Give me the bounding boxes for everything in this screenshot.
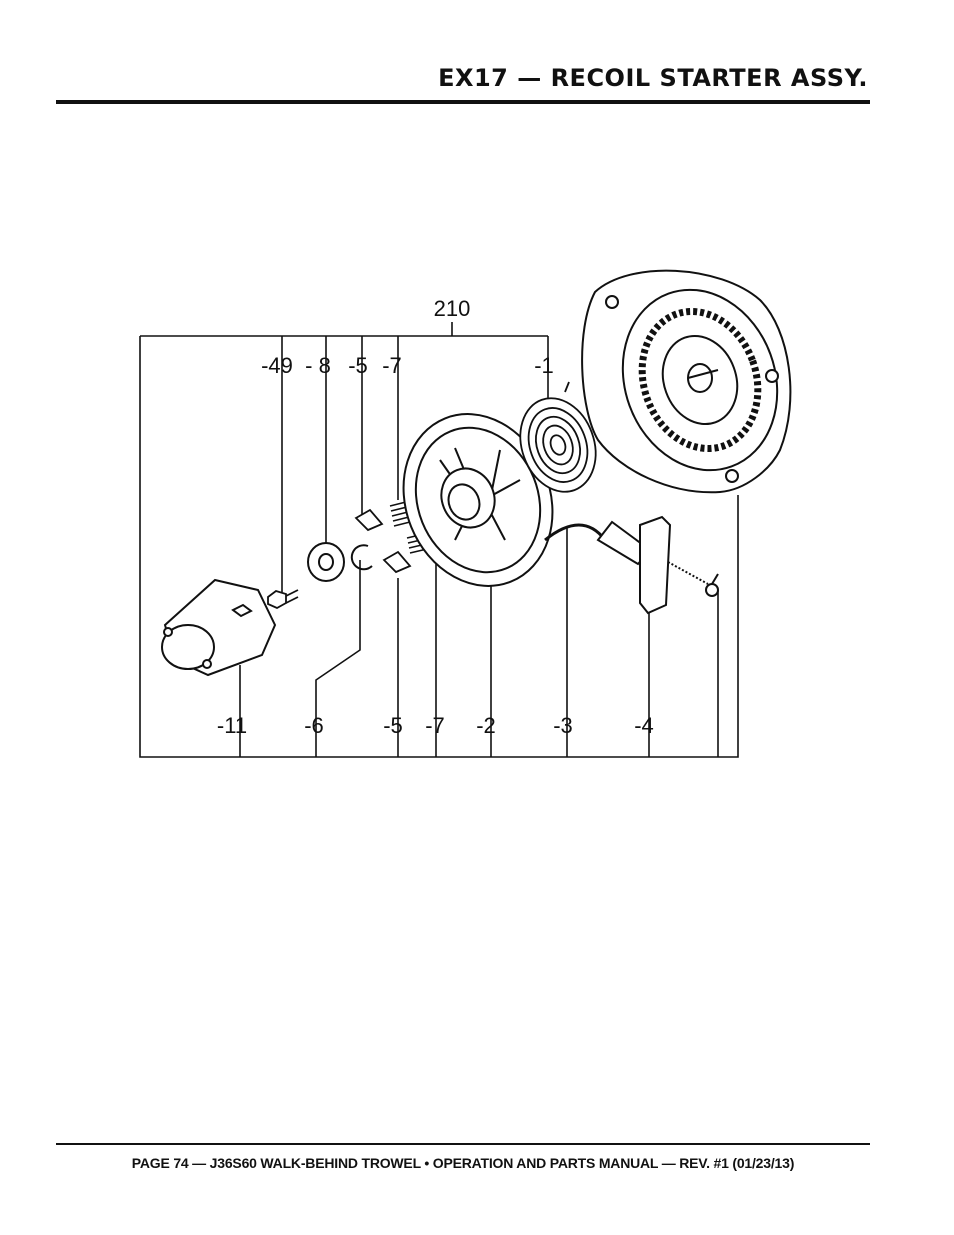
callout-bottom-3: -3 [553,713,573,738]
starter-rope-part [544,523,607,542]
assembly-bracket [139,322,739,758]
ratchet-upper-part [354,508,384,532]
page-footer: PAGE 74 — J36S60 WALK-BEHIND TROWEL • OP… [131,1155,795,1171]
starter-case-part [581,269,792,494]
leader-6 [315,560,361,757]
spring-upper-part [389,501,411,527]
circlip-part [350,544,373,571]
reel-cup-part [161,578,277,677]
reel-pulley-part [402,413,554,587]
washer-part [307,542,345,582]
recoil-spring-part [519,381,597,493]
callout-top-49: -49 [261,353,293,378]
callout-top-8: - 8 [305,353,331,378]
callout-bottom-11: -11 [217,713,247,738]
bolt-part [267,589,299,610]
callout-bottom-5: -5 [383,713,403,738]
footer-rule [56,1143,870,1145]
callout-top-7: -7 [382,353,402,378]
callout-top-1: -1 [534,353,554,378]
callout-bottom-7: -7 [425,713,445,738]
callout-top-5: -5 [348,353,368,378]
page-title: EX17 — RECOIL STARTER ASSY. [438,64,868,92]
starter-handle-part [596,515,719,615]
callout-bottom-4: -4 [634,713,654,738]
callout-bottom-2: -2 [476,713,496,738]
assembly-number-label: 210 [434,296,471,321]
header-rule [56,100,870,104]
callout-bottom-6: -6 [304,713,324,738]
ratchet-lower-part [382,550,412,574]
